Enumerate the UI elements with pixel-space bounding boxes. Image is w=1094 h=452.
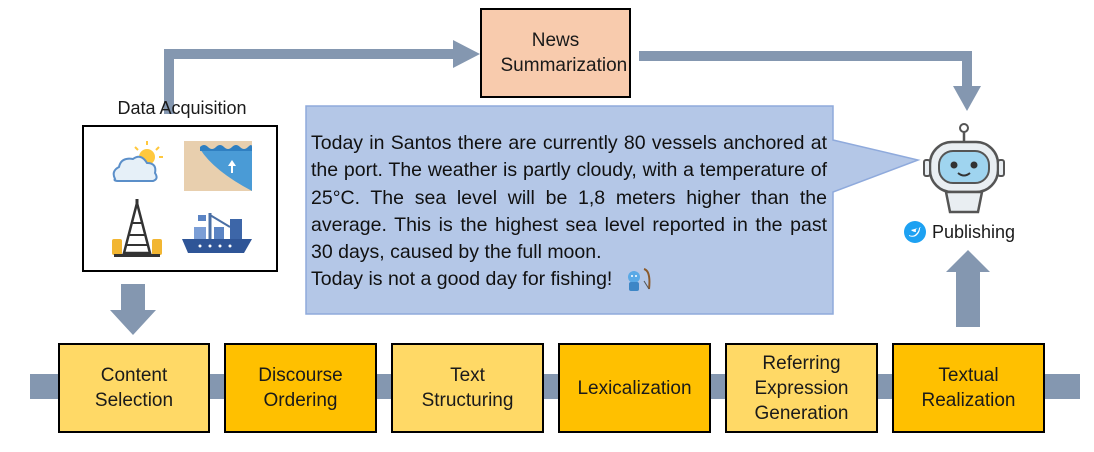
stage-label: Discourse Ordering bbox=[258, 365, 343, 411]
stage-label: Referring Expression Generation bbox=[754, 352, 849, 424]
arrow-news-to-publishing bbox=[639, 51, 972, 88]
data-acquisition-title: Data Acquisition bbox=[117, 98, 247, 118]
stage-content-selection: Content Selection bbox=[58, 343, 210, 433]
data-acquisition-box bbox=[82, 125, 278, 272]
stage-lexicalization: Lexicalization bbox=[558, 343, 711, 433]
news-summarization-label: News Summarization bbox=[500, 30, 628, 76]
fishing-emoji-icon bbox=[627, 268, 651, 292]
publishing-label: Publishing bbox=[932, 221, 1016, 242]
arrow-data-to-news-head bbox=[453, 40, 480, 68]
arrow-up-to-publishing bbox=[946, 250, 990, 327]
arrow-data-to-news bbox=[164, 49, 455, 114]
publishing-label-row: Publishing bbox=[904, 220, 1015, 244]
stage-label: Textual Realization bbox=[921, 365, 1016, 411]
bubble-last-line: Today is not a good day for fishing! bbox=[311, 266, 827, 293]
speech-bubble-shape bbox=[305, 105, 921, 315]
cargo-ship-icon bbox=[182, 213, 252, 253]
stage-text-structuring: Text Structuring bbox=[391, 343, 544, 433]
twitter-icon bbox=[904, 221, 926, 243]
news-summarization-box: News Summarization bbox=[480, 8, 631, 98]
sea-level-icon bbox=[184, 141, 252, 191]
weather-icon bbox=[112, 141, 163, 182]
stage-referring-expression-generation: Referring Expression Generation bbox=[725, 343, 878, 433]
arrow-news-to-publishing-head bbox=[953, 86, 981, 111]
stage-discourse-ordering: Discourse Ordering bbox=[224, 343, 377, 433]
bubble-last-line-text: Today is not a good day for fishing! bbox=[311, 268, 613, 291]
speech-bubble: Today in Santos there are currently 80 v… bbox=[311, 130, 827, 294]
robot-icon bbox=[923, 123, 1005, 214]
oil-rig-icon bbox=[112, 199, 162, 257]
bubble-text: Today in Santos there are currently 80 v… bbox=[311, 132, 827, 264]
stage-label: Text Structuring bbox=[421, 365, 514, 411]
stage-label: Content Selection bbox=[94, 365, 174, 411]
stage-label: Lexicalization bbox=[577, 377, 692, 399]
arrow-down-to-content bbox=[110, 284, 156, 335]
stage-textual-realization: Textual Realization bbox=[892, 343, 1045, 433]
